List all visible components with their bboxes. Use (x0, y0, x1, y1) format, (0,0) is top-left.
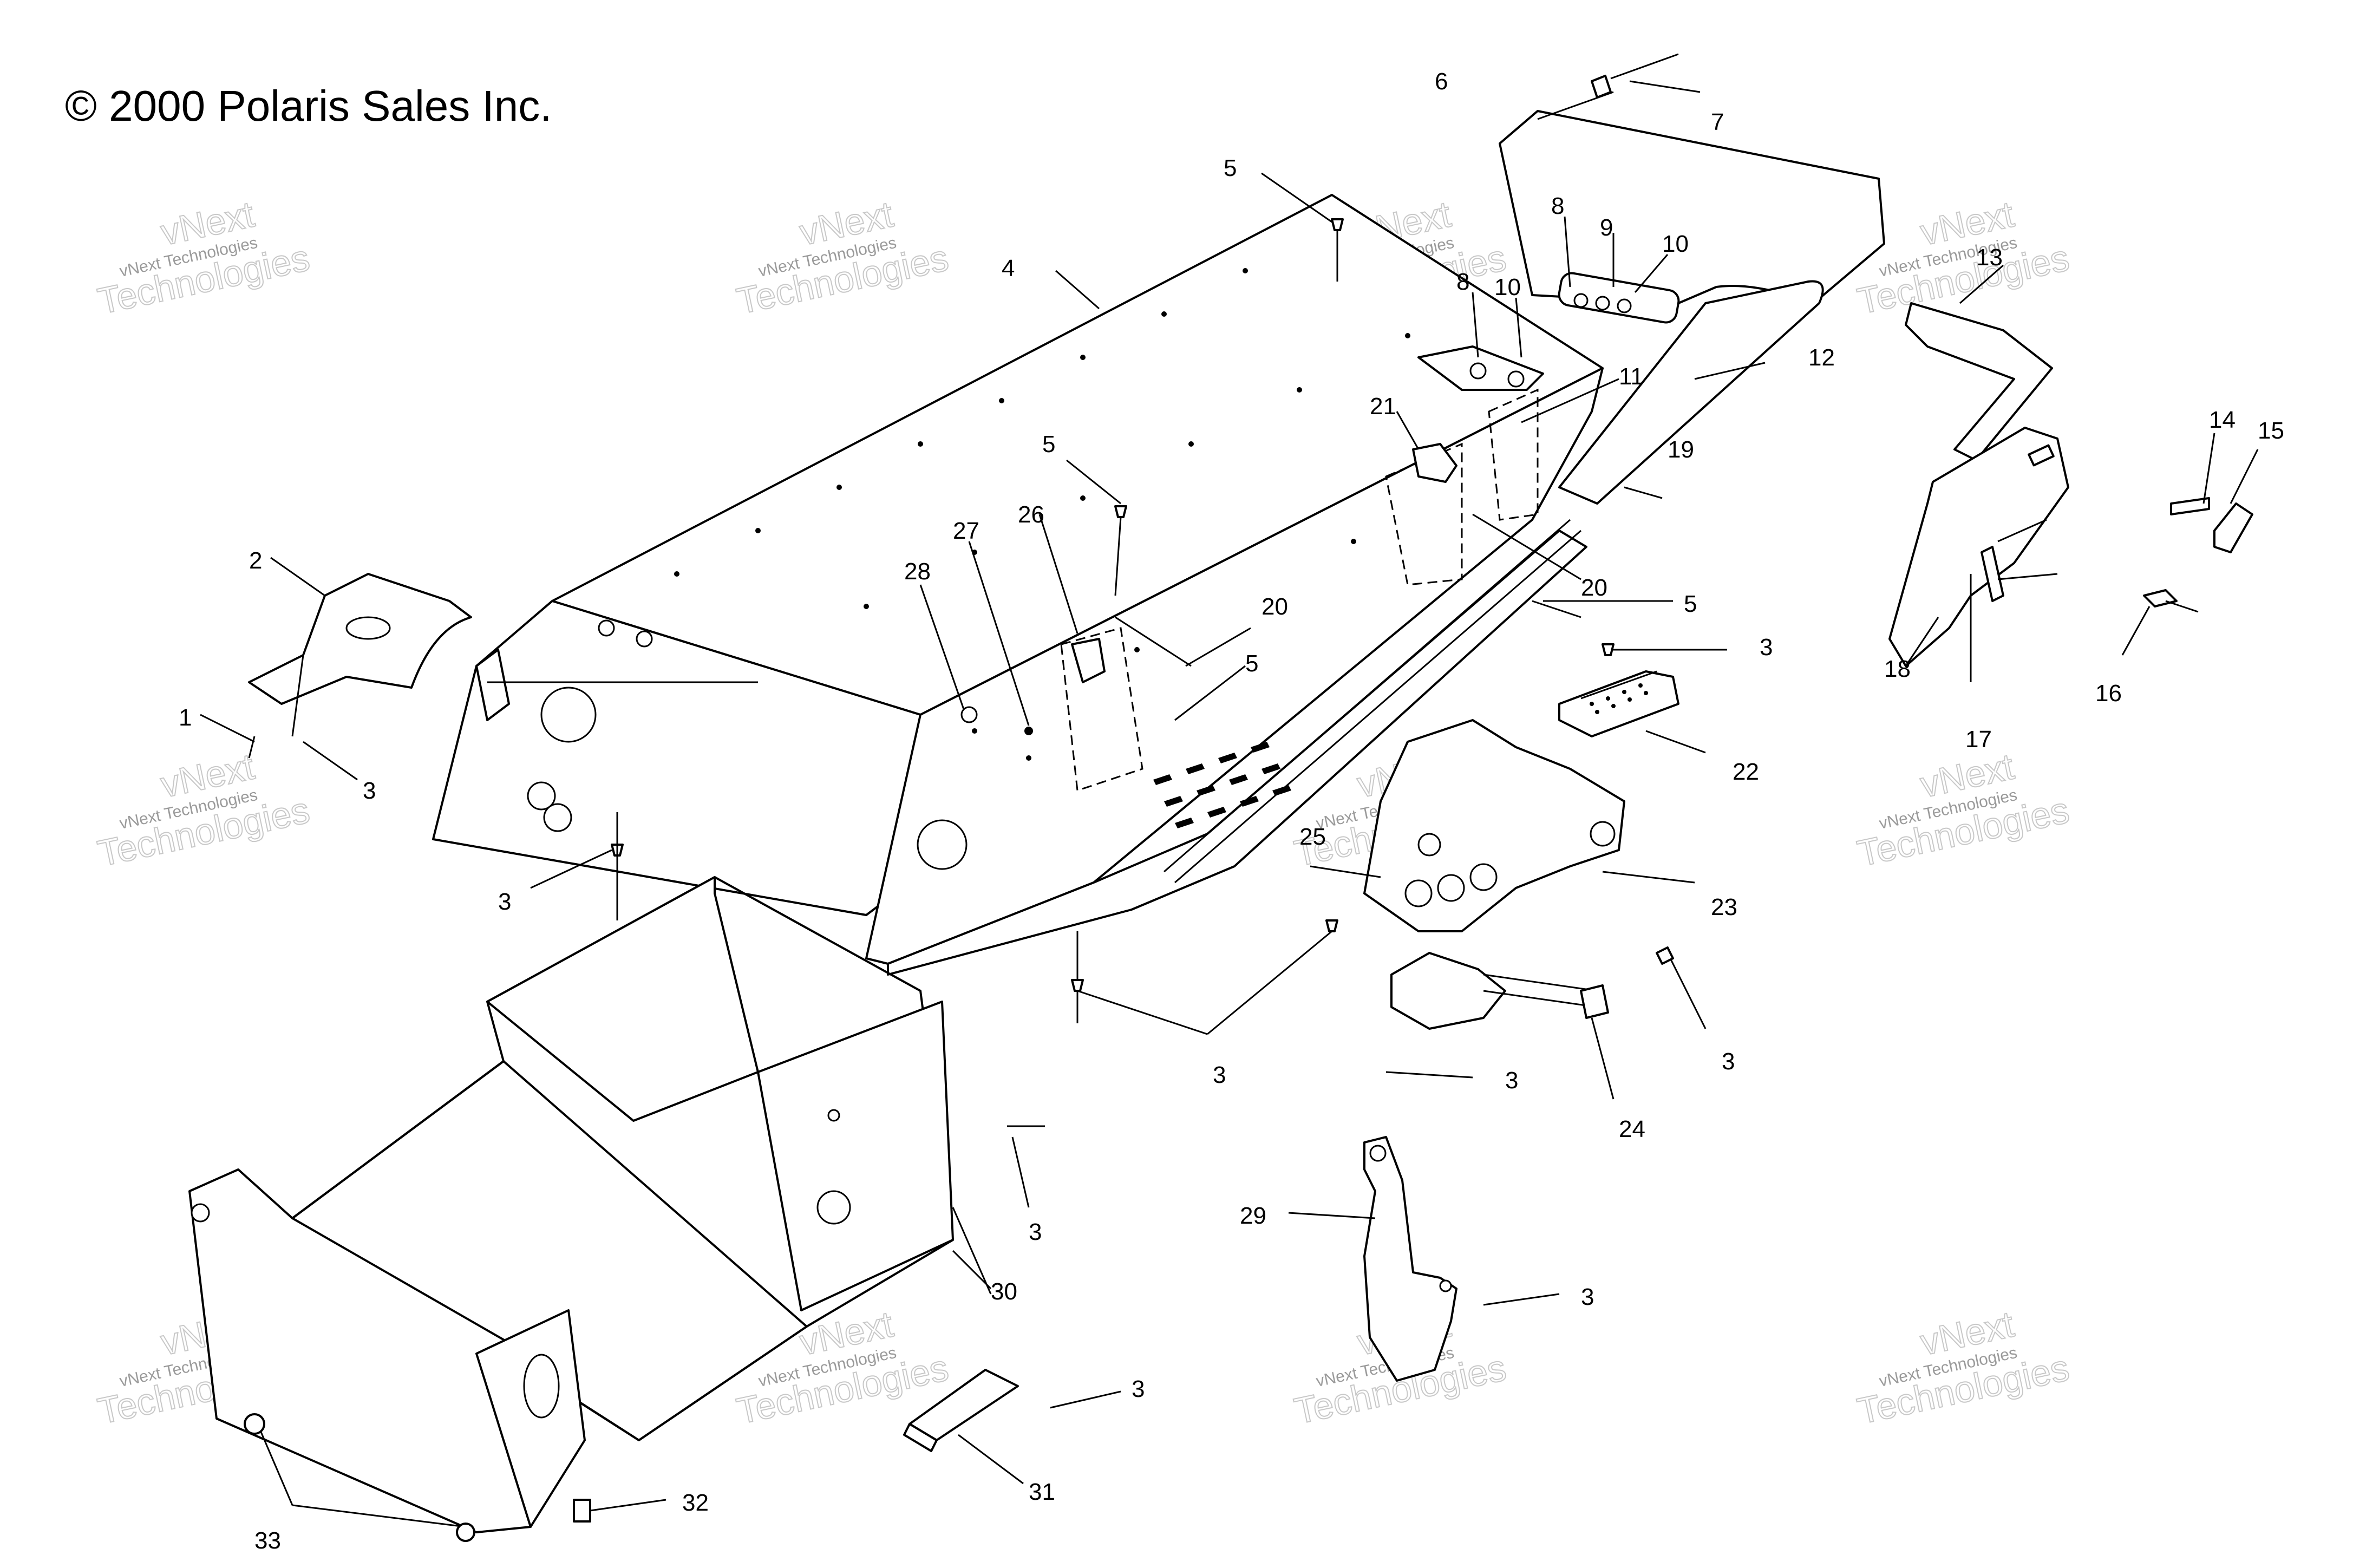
callout-5: 5 (1245, 650, 1258, 677)
part-21-bracket (1385, 388, 1539, 586)
part-26-bracket (1060, 627, 1143, 792)
part-14-bolt (2170, 433, 2215, 515)
callout-2: 2 (249, 547, 262, 574)
callout-13: 13 (1976, 244, 2003, 271)
callout-labels: 6 7 5 8 9 10 13 4 8 10 12 11 21 14 15 5 … (179, 68, 2284, 1554)
part-16-pin (2121, 589, 2199, 656)
callout-25: 25 (1299, 824, 1326, 850)
callout-17: 17 (1965, 726, 1992, 753)
part-12-arm (1558, 280, 1824, 505)
callout-5: 5 (1224, 155, 1237, 181)
callout-3: 3 (1505, 1067, 1518, 1094)
part-18-bracket (1888, 427, 2069, 667)
callout-14: 14 (2209, 407, 2236, 433)
part-23-housing (1363, 719, 1625, 932)
callout-3: 3 (1213, 1062, 1226, 1088)
callout-7: 7 (1711, 109, 1724, 135)
callout-30: 30 (991, 1278, 1017, 1305)
callout-12: 12 (1808, 344, 1835, 371)
callout-10: 10 (1662, 231, 1689, 257)
callout-3: 3 (498, 888, 511, 915)
callout-29: 29 (1240, 1203, 1266, 1229)
callout-3: 3 (363, 778, 376, 804)
callout-9: 9 (1600, 214, 1613, 241)
callout-26: 26 (1018, 501, 1044, 528)
callout-19: 19 (1668, 436, 1694, 463)
callout-20: 20 (1581, 574, 1607, 601)
callout-3: 3 (1029, 1219, 1042, 1245)
watermark: vNext vNext Technologies Technologies (1853, 1303, 2073, 1433)
callout-11: 11 (1619, 363, 1644, 390)
watermark: vNext vNext Technologies Technologies (733, 193, 952, 323)
fastener-leaders (200, 172, 2004, 1542)
callout-4: 4 (1002, 255, 1015, 282)
callout-6: 6 (1435, 68, 1448, 95)
part-22-plate (1558, 670, 1679, 737)
callout-31: 31 (1029, 1479, 1055, 1505)
callout-1: 1 (179, 704, 192, 731)
part-30-bulkhead (188, 876, 992, 1533)
part-24-mount (1390, 952, 1615, 1100)
part-13-bumper-strap (1905, 302, 2053, 461)
part-29-bracket (1288, 1136, 1457, 1382)
callout-3: 3 (1760, 634, 1773, 661)
callout-5: 5 (1684, 591, 1697, 617)
callout-3: 3 (1581, 1284, 1594, 1310)
watermark: vNext vNext Technologies Technologies (1853, 746, 2073, 875)
callout-21: 21 (1370, 393, 1396, 420)
part-8-9-10-plate (1417, 345, 1544, 391)
callout-27: 27 (953, 518, 979, 544)
callout-16: 16 (2095, 680, 2122, 707)
part-2-bracket (248, 573, 472, 759)
grip-dots (1590, 683, 1648, 714)
callout-23: 23 (1711, 894, 1737, 920)
rivets (674, 268, 1410, 761)
callout-8: 8 (1551, 193, 1564, 219)
callout-20: 20 (1262, 593, 1288, 620)
part-7-screw (1591, 53, 1701, 99)
part-4-tunnel (432, 194, 1604, 976)
part-31-bracket (903, 1369, 1024, 1485)
callout-15: 15 (2258, 417, 2284, 444)
callout-3: 3 (1722, 1048, 1735, 1075)
callout-18: 18 (1884, 656, 1911, 682)
callout-22: 22 (1733, 759, 1759, 785)
watermark: vNext vNext Technologies Technologies (94, 746, 313, 875)
callout-3: 3 (1132, 1376, 1145, 1402)
vent-slots (1153, 742, 1291, 828)
callout-28: 28 (904, 558, 931, 585)
copyright-notice: © 2000 Polaris Sales Inc. (65, 82, 552, 130)
part-15-grip (2213, 449, 2259, 553)
callout-32: 32 (682, 1489, 709, 1516)
callout-24: 24 (1619, 1116, 1645, 1142)
callout-5: 5 (1042, 431, 1055, 458)
callout-8: 8 (1456, 269, 1469, 295)
watermark: vNext vNext Technologies Technologies (94, 193, 313, 323)
callout-33: 33 (254, 1527, 281, 1554)
callout-10: 10 (1494, 274, 1521, 300)
